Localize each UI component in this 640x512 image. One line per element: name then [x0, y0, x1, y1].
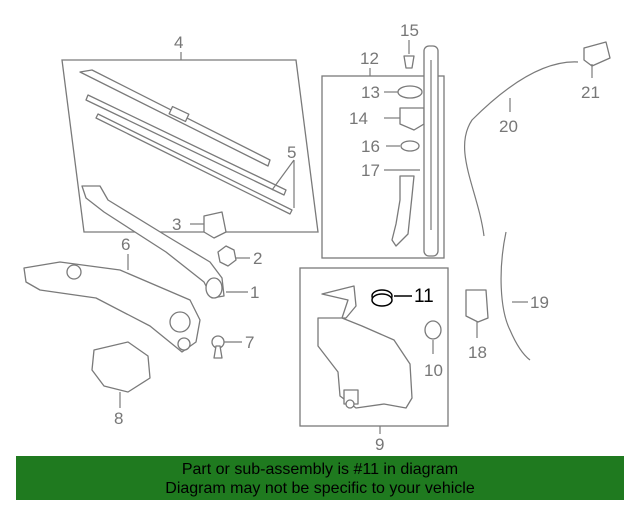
clip: [403, 55, 415, 69]
washer-hose-20: [463, 61, 579, 237]
callout-6[interactable]: 6: [121, 235, 130, 254]
callout-11[interactable]: 11: [414, 286, 434, 307]
callout-5[interactable]: 5: [287, 143, 296, 162]
hose-connector: [583, 41, 611, 67]
seal-ring: [400, 140, 420, 152]
filler-cap: [397, 85, 423, 99]
callout-9[interactable]: 9: [375, 435, 384, 454]
callout-1[interactable]: 1: [250, 283, 259, 302]
wiper-blade: [79, 69, 293, 215]
reservoir-box: [299, 267, 449, 427]
wiper-arm: [81, 185, 225, 299]
banner-line-2: Diagram may not be specific to your vehi…: [165, 480, 475, 497]
grommet: [371, 289, 393, 307]
bolt: [211, 335, 225, 359]
callout-3[interactable]: 3: [172, 215, 181, 234]
washer-hose-19: [500, 231, 531, 361]
callout-4[interactable]: 4: [174, 33, 183, 52]
washer-pump: [465, 289, 489, 323]
callout-20[interactable]: 20: [499, 117, 518, 136]
callout-10[interactable]: 10: [424, 361, 443, 380]
callout-8[interactable]: 8: [114, 409, 123, 428]
filler-box: [321, 75, 445, 259]
callout-18[interactable]: 18: [468, 343, 487, 362]
callout-17[interactable]: 17: [361, 161, 380, 180]
washer-reservoir: [317, 285, 413, 409]
arm-nut: [217, 245, 237, 267]
callout-12[interactable]: 12: [360, 49, 379, 68]
parts-diagram: 4 5 1 3 2 6 7 8 12: [23, 21, 611, 454]
callout-14[interactable]: 14: [349, 109, 368, 128]
arm-cap: [203, 211, 227, 239]
callout-19[interactable]: 19: [530, 293, 549, 312]
pump-grommet: [424, 320, 442, 340]
callout-7[interactable]: 7: [245, 333, 254, 352]
callout-21[interactable]: 21: [581, 83, 600, 102]
callout-15[interactable]: 15: [400, 21, 419, 40]
wiper-motor: [91, 341, 151, 393]
callout-2[interactable]: 2: [253, 249, 262, 268]
banner-line-1: Part or sub-assembly is #11 in diagram: [181, 461, 459, 478]
info-banner: Part or sub-assembly is #11 in diagram D…: [16, 456, 624, 500]
wiper-linkage: [23, 261, 201, 353]
wiper-blade-box: [61, 59, 319, 233]
filler-pipe: [391, 175, 415, 247]
callout-16[interactable]: 16: [361, 137, 380, 156]
filler-neck: [399, 107, 425, 131]
callout-13[interactable]: 13: [361, 83, 380, 102]
